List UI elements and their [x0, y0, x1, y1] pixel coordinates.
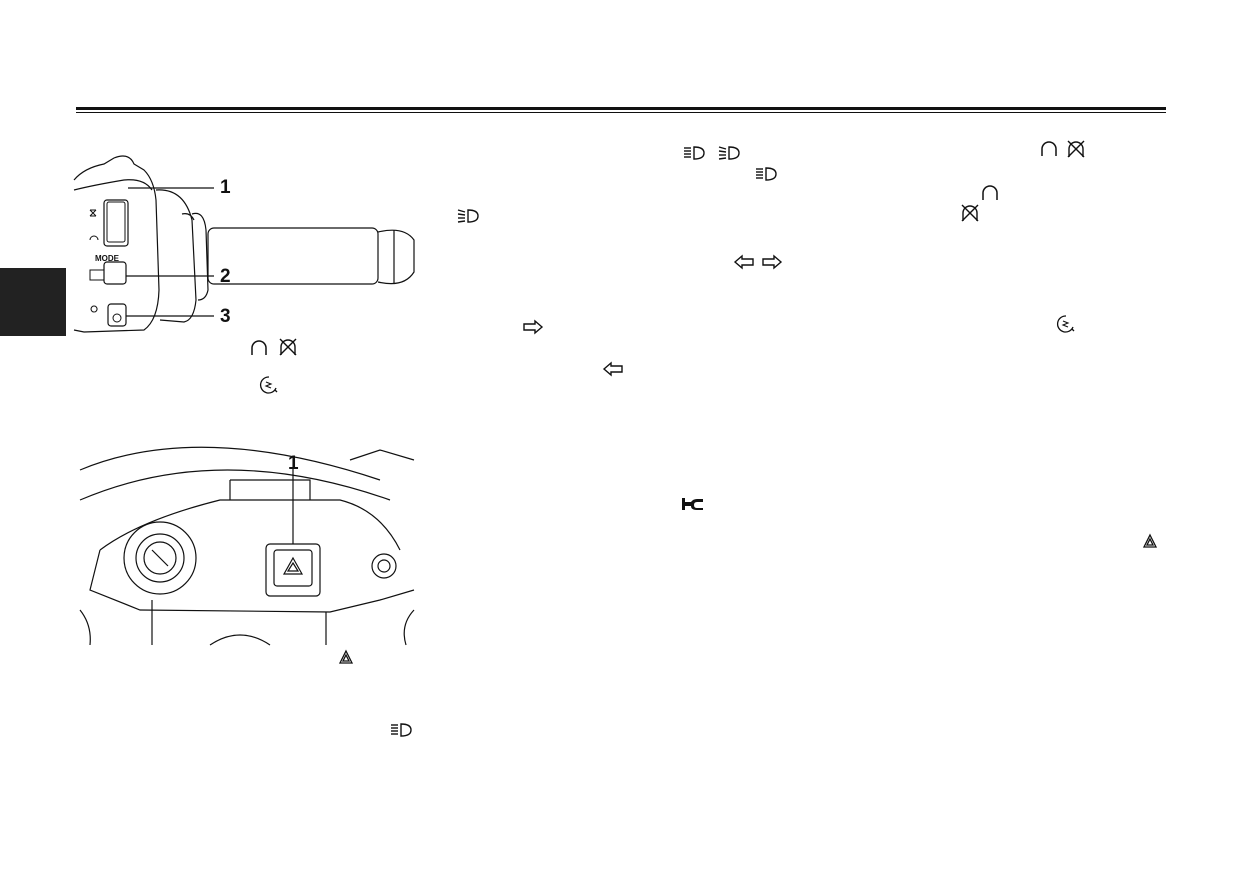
turn-right-arrow-icon: [762, 254, 783, 270]
engine-stop-icon: [279, 338, 297, 356]
turn-right-arrow-icon: [523, 319, 544, 335]
turn-left-arrow-icon: [733, 254, 754, 270]
figure1-callout-1: 1: [220, 177, 231, 198]
engine-run-icon: [982, 185, 998, 200]
start-icon: [260, 376, 278, 394]
figure1-callout-3: 3: [220, 306, 231, 327]
engine-stop-icon: [1067, 140, 1085, 158]
high-beam-icon: [391, 723, 412, 737]
engine-run-icon: [251, 340, 267, 355]
engine-run-icon: [1041, 141, 1057, 156]
start-icon: [1057, 315, 1075, 333]
figure1-callout-2: 2: [220, 266, 231, 287]
chapter-tab: [0, 268, 66, 336]
low-beam-icon: [718, 146, 740, 160]
high-beam-icon: [684, 146, 705, 160]
handlebar-switch-illustration: [73, 150, 424, 340]
hazard-icon: [1142, 533, 1158, 548]
header-rule-thin: [76, 112, 1166, 113]
engine-stop-icon: [961, 204, 979, 222]
hazard-icon: [338, 649, 354, 664]
header-rule-thick: [76, 107, 1166, 110]
figure2-callout-1: 1: [288, 453, 299, 474]
mode-label: MODE: [95, 254, 119, 263]
high-beam-icon: [756, 167, 777, 181]
hazard-switch-illustration: [79, 440, 415, 646]
turn-left-arrow-icon: [602, 361, 623, 377]
low-beam-icon: [457, 209, 479, 223]
horn-icon: [682, 498, 703, 510]
